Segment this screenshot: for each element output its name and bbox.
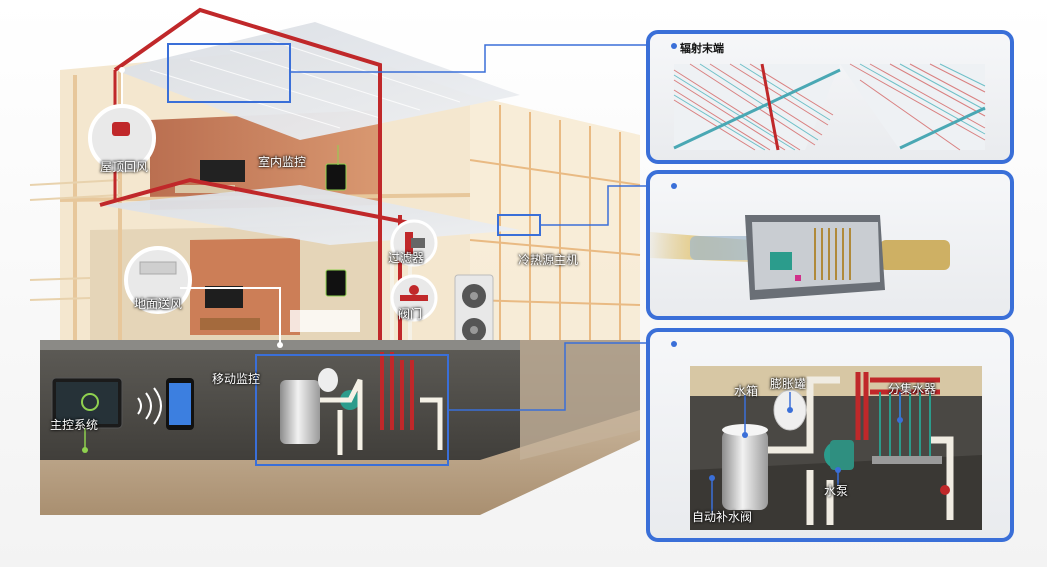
label-expansion-tank: 膨胀罐 (770, 377, 807, 391)
connector-main-control-dot (82, 447, 88, 453)
callout-valve (390, 274, 438, 322)
label-tank: 水箱 (734, 384, 759, 398)
panel-duct-unit (646, 170, 1014, 320)
label-pump: 水泵 (824, 484, 849, 498)
roof-panel-highlight (167, 43, 291, 103)
label-filter: 过滤器 (388, 251, 425, 265)
callout-roof-return (88, 67, 156, 172)
label-manifold: 分集水器 (888, 382, 937, 396)
basement (40, 340, 640, 515)
connector-radiant (290, 44, 648, 73)
connector-plant (448, 342, 648, 411)
label-auto-fill-valve: 自动补水阀 (692, 510, 753, 524)
label-valve: 阀门 (398, 307, 423, 321)
panel-plant-room (646, 328, 1014, 542)
label-main-control: 主控系统 (50, 418, 99, 432)
label-indoor-monitor: 室内监控 (258, 155, 307, 169)
label-roof-return: 屋顶回风 (100, 160, 149, 174)
panel-radiant-title: 辐射末端 (680, 43, 724, 55)
connector-duct (540, 185, 648, 226)
callout-filter (390, 219, 438, 267)
panel-radiant (646, 30, 1014, 164)
label-floor-supply: 地面送风 (134, 297, 183, 311)
label-mobile-monitor: 移动监控 (212, 372, 261, 386)
callout-floor-supply (124, 246, 283, 348)
label-heat-source: 冷热源主机 (518, 253, 579, 267)
